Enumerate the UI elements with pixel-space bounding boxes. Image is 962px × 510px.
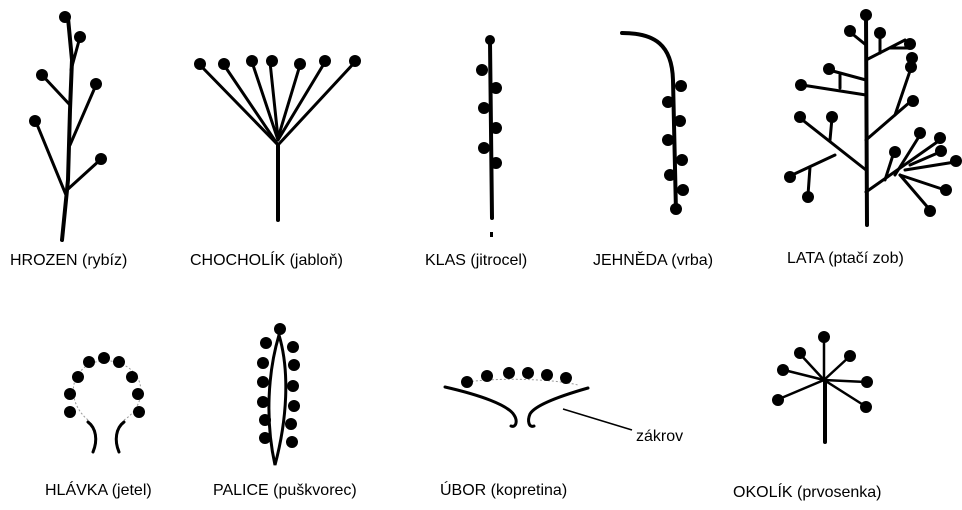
lata-figure [784,9,962,225]
label-hlavka: HLÁVKA (jetel) [45,482,152,500]
hlavka-figure [64,352,145,452]
label-palice: PALICE (puškvorec) [213,482,357,500]
okolik-figure [772,331,873,442]
label-zakrov: zákrov [636,428,683,446]
label-lata: LATA (ptačí zob) [787,250,904,268]
label-chocholik: CHOCHOLÍK (jabloň) [190,252,343,270]
hrozen-figure [29,11,107,240]
klas-figure [476,35,502,237]
label-jehneda: JEHNĚDA (vrba) [593,252,713,270]
jehneda-figure [622,33,689,215]
ubor-figure [445,367,632,430]
palice-figure [257,323,300,465]
label-klas: KLAS (jitrocel) [425,252,527,270]
label-ubor: ÚBOR (kopretina) [440,482,567,500]
label-hrozen: HROZEN (rybíz) [10,252,127,270]
label-okolik: OKOLÍK (prvosenka) [733,484,882,502]
chocholik-figure [194,55,361,220]
